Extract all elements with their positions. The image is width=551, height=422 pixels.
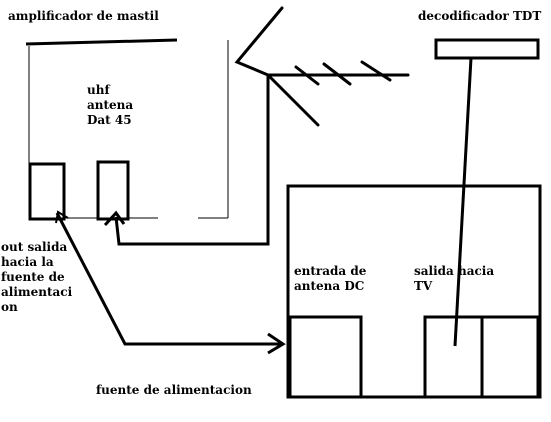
salida-tv-label-line-1: salida hacia xyxy=(414,264,495,278)
power-supply-antenna-dc-input xyxy=(288,315,363,399)
uhf-antenna-label-line-2: antena xyxy=(87,98,134,112)
out-salida-label-line-3: fuente de xyxy=(1,270,65,284)
antenna-to-amplifier-cable xyxy=(114,75,270,246)
antenna-element-3 xyxy=(322,62,352,86)
out-salida-label-line-2: hacia la xyxy=(1,255,54,269)
out-salida-label-line-4: alimentaci xyxy=(1,285,73,299)
out-salida-label-line-1: out salida xyxy=(1,240,68,254)
uhf-antenna-drawing xyxy=(234,6,410,127)
out-salida-label: out salida hacia la fuente de alimentaci… xyxy=(1,240,72,315)
entrada-antena-label: entrada de antena DC xyxy=(294,264,366,294)
power-supply-box xyxy=(286,184,542,399)
out-salida-label-line-5: on xyxy=(1,300,18,314)
uhf-antenna-label-line-1: uhf xyxy=(87,83,110,97)
power-supply-label: fuente de alimentacion xyxy=(96,383,252,397)
entrada-antena-label-line-1: entrada de xyxy=(294,264,367,278)
salida-tv-label-line-2: TV xyxy=(414,279,433,293)
amplifier-label: amplificador de mastil xyxy=(8,9,159,23)
power-cable-arrowhead xyxy=(267,332,286,355)
uhf-antenna-label: uhf antena Dat 45 xyxy=(87,83,133,128)
entrada-antena-label-line-2: antena DC xyxy=(294,279,365,293)
amplifier-in-port xyxy=(96,160,130,221)
uhf-antenna-label-line-3: Dat 45 xyxy=(87,113,132,127)
power-cable-tail-arrowhead xyxy=(55,210,69,224)
amplifier-to-power-supply-cable xyxy=(55,212,283,346)
antenna-front-chevron xyxy=(234,6,320,127)
decoder-label: decodificador TDT xyxy=(418,9,542,23)
antenna-element-2 xyxy=(294,65,320,86)
salida-tv-label: salida hacia TV xyxy=(414,264,494,294)
amplifier-top-mast-line xyxy=(25,38,178,46)
amplifier-out-port xyxy=(28,162,66,221)
antenna-element-4 xyxy=(360,60,392,82)
decoder-to-tv-output-cable xyxy=(453,57,473,347)
antenna-cable-arrowhead xyxy=(103,210,126,227)
tdt-decoder-box xyxy=(434,38,540,60)
